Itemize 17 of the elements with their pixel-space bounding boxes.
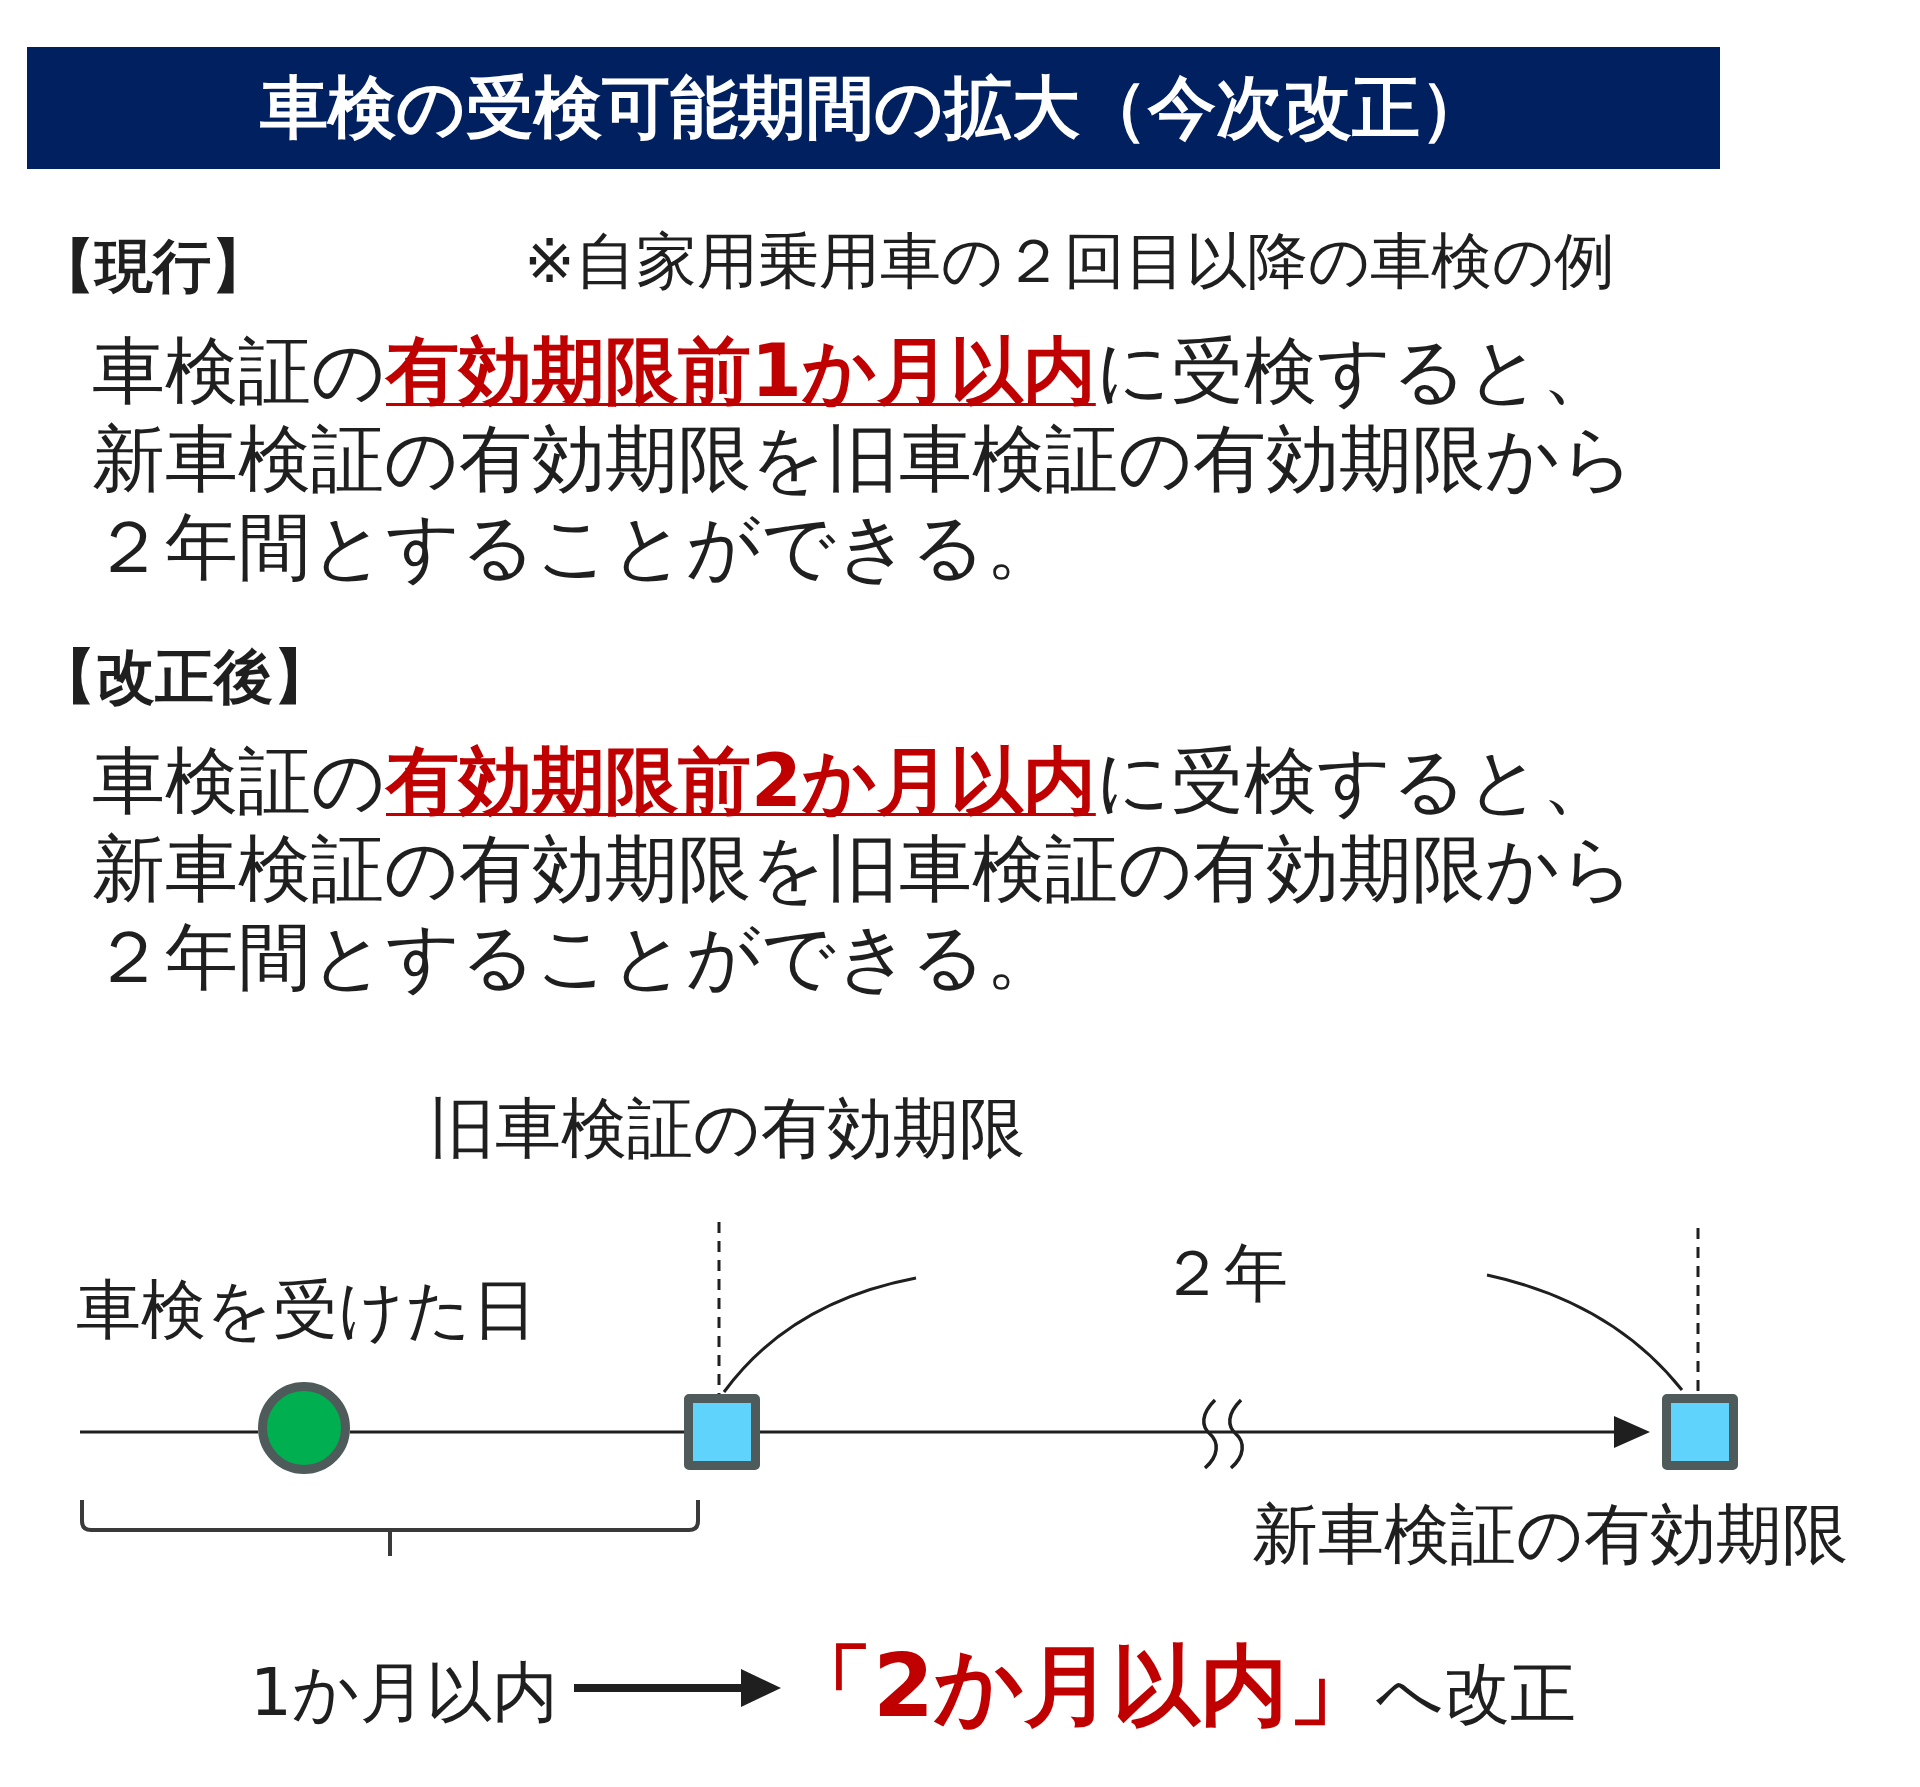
timeline-arrow [760,1416,1650,1448]
expiry-label: 旧車検証の有効期限 [429,1089,1025,1169]
description-text: 車検証の有効期限前1か月以内に受検すると、新車検証の有効期限を旧車検証の有効期限から２年間とすることができる。 [92,327,1636,591]
square-marker [1662,1394,1738,1470]
title-banner: 車検の受検可能期間の拡大（今次改正） [27,47,1720,169]
square-marker [684,1394,760,1470]
footnote-text: ※自家用乗用車の２回目以降の車検の例 [524,224,1616,298]
period-text: 1か月以内 [250,1653,558,1733]
description-text: 車検証の有効期限前2か月以内に受検すると、新車検証の有効期限を旧車検証の有効期限から２年間とすることができる。 [92,737,1636,1001]
timeline-line [80,1430,258,1434]
section-heading: 【改正後】 [37,642,332,713]
expiry-label: 新車検証の有効期限 [1252,1495,1848,1575]
timeline-line [350,1430,684,1434]
event-label: 車検を受けた日 [76,1271,537,1349]
span-label: ２年 [1160,1235,1288,1312]
revision-text: 「2か月以内」へ改正 [785,1634,1577,1740]
section-heading: 【現行】 [37,232,269,302]
